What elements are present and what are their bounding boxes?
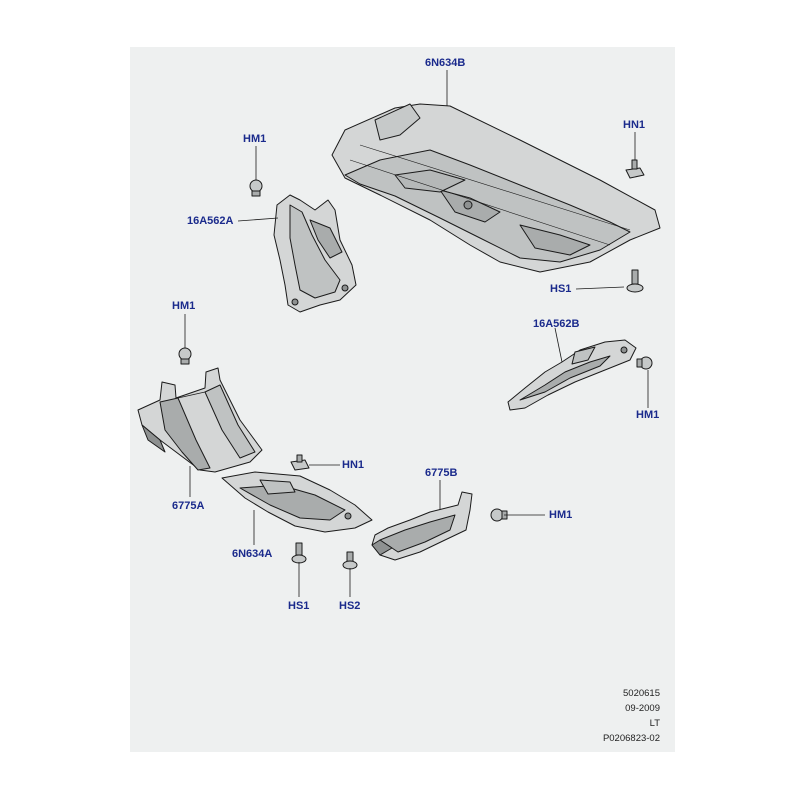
label-hs2: HS2 bbox=[339, 600, 361, 612]
label-hn1-lower: HN1 bbox=[342, 459, 365, 471]
label-hs1-lower: HS1 bbox=[288, 600, 310, 612]
shield-6775b bbox=[371, 491, 473, 561]
footer-ref-number: 5020615 bbox=[623, 688, 660, 699]
label-hs1-top: HS1 bbox=[550, 283, 572, 295]
undertray-6n634b bbox=[331, 103, 661, 273]
screw-hs2 bbox=[342, 551, 358, 570]
label-16a562b: 16A562B bbox=[533, 318, 580, 330]
footer-date: 09-2009 bbox=[625, 703, 660, 714]
shield-6775a bbox=[137, 367, 263, 473]
screw-hs1-lower bbox=[291, 542, 307, 564]
label-6n634b: 6N634B bbox=[425, 57, 466, 69]
undertray-6n634a bbox=[221, 471, 373, 533]
bracket-16a562a bbox=[273, 194, 357, 313]
push-pin-hm1-right bbox=[636, 356, 653, 370]
leader-lines bbox=[184, 70, 649, 597]
label-hn1-top: HN1 bbox=[623, 119, 646, 131]
nut-hn1-lower bbox=[290, 454, 310, 471]
bracket-16a562b bbox=[507, 339, 637, 411]
nut-hn1-top bbox=[625, 159, 645, 179]
screw-hs1-top bbox=[626, 269, 644, 293]
label-hm1-left: HM1 bbox=[172, 300, 196, 312]
footer-region: LT bbox=[649, 718, 660, 729]
label-6775a: 6775A bbox=[172, 500, 205, 512]
label-hm1-right: HM1 bbox=[636, 409, 660, 421]
push-pin-hm1-top bbox=[249, 179, 263, 197]
footer-drawing-id: P0206823-02 bbox=[602, 733, 660, 744]
label-hm1-top: HM1 bbox=[243, 133, 267, 145]
label-16a562a: 16A562A bbox=[187, 215, 234, 227]
label-6775b: 6775B bbox=[425, 467, 458, 479]
push-pin-hm1-left bbox=[178, 347, 192, 365]
label-6n634a: 6N634A bbox=[232, 548, 273, 560]
label-hm1-lower: HM1 bbox=[549, 509, 573, 521]
